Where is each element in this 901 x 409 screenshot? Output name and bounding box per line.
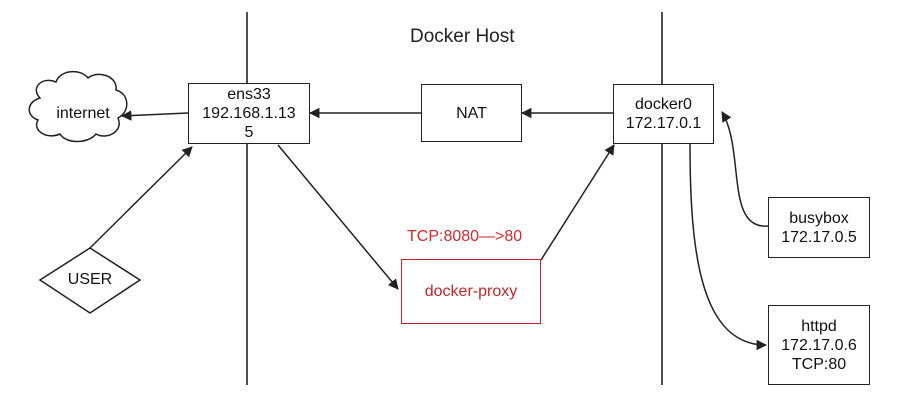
arrow-ens33-to-proxy <box>277 144 399 290</box>
user-diamond <box>38 247 142 314</box>
arrow-user-to-ens33 <box>89 146 193 249</box>
arrow-docker0-to-httpd <box>689 143 768 351</box>
busybox-name: busybox <box>789 209 849 227</box>
httpd-name: httpd <box>801 317 837 335</box>
busybox-ip: 172.17.0.5 <box>781 228 857 246</box>
arrow-ens33-to-internet <box>120 110 189 121</box>
ens33-name: ens33 <box>227 86 271 103</box>
arrow-busybox-to-docker0 <box>721 111 769 227</box>
proxy-rule-label: TCP:8080—>80 <box>407 228 523 245</box>
docker0-name: docker0 <box>635 96 692 113</box>
httpd-port: TCP:80 <box>791 355 847 373</box>
user-label: USER <box>67 271 113 288</box>
nat-label: NAT <box>456 104 487 122</box>
ens33-box: ens33 192.168.1.13 5 <box>188 83 310 144</box>
ens33-ip: 192.168.1.13 <box>202 105 296 122</box>
nat-box: NAT <box>421 84 522 142</box>
internet-label: internet <box>56 105 110 122</box>
httpd-ip: 172.17.0.6 <box>781 336 857 354</box>
docker-proxy-box: docker-proxy <box>401 259 541 324</box>
arrow-proxy-to-docker0 <box>540 144 615 261</box>
busybox-box: busybox 172.17.0.5 <box>768 197 870 258</box>
httpd-box: httpd 172.17.0.6 TCP:80 <box>768 305 870 385</box>
docker0-ip: 172.17.0.1 <box>625 115 702 132</box>
docker-proxy-label: docker-proxy <box>424 283 518 300</box>
diagram-title: Docker Host <box>410 26 515 47</box>
internet-cloud <box>28 70 128 143</box>
docker0-box: docker0 172.17.0.1 <box>613 84 714 144</box>
ens33-ip-wrap: 5 <box>244 124 254 141</box>
